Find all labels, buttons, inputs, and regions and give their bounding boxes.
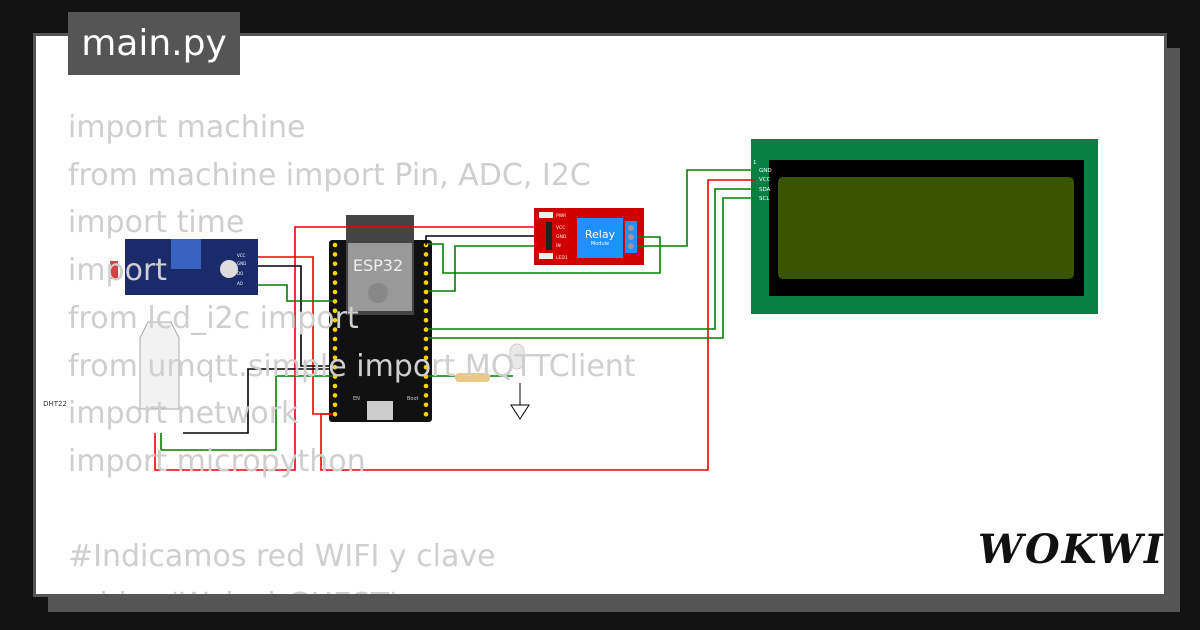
esp32-board: ESP32 Boot EN: [329, 215, 432, 422]
esp32-pin: [332, 270, 338, 276]
code-line: ​: [68, 486, 636, 534]
esp32-pin: [423, 355, 429, 361]
esp32-pin: [423, 317, 429, 323]
esp32-pin: [423, 270, 429, 276]
esp32-pin: [332, 299, 338, 304]
relay-module: Relay Module VCC GND IN PWR LED1: [534, 208, 644, 265]
ldr-pin-label: DO: [237, 271, 243, 276]
lcd-pin-label: GND: [759, 168, 772, 174]
esp32-pin: [423, 252, 429, 257]
dht22-sensor: DHT22: [43, 321, 180, 410]
code-line: import network: [68, 396, 299, 432]
lcd-pin-label: VCC: [759, 177, 771, 183]
esp32-pin: [332, 252, 338, 257]
wokwi-logo: WOKWI: [978, 526, 1165, 573]
esp32-pin: [423, 402, 429, 408]
wires: [154, 169, 755, 471]
esp32-pin: [332, 402, 338, 408]
code-line: from lcd_i2c import: [68, 300, 359, 336]
relay-pin-label: GND: [556, 234, 567, 240]
esp32-pin: [332, 364, 338, 370]
relay-pin-label: IN: [556, 243, 561, 249]
lcd-pin-label: SDA: [759, 187, 771, 193]
esp32-pin: [423, 308, 429, 314]
esp32-pin: [332, 355, 338, 361]
esp32-pin: [423, 411, 429, 417]
esp32-pin: [332, 308, 338, 314]
esp32-pin: [423, 280, 429, 285]
esp32-pin: [423, 327, 429, 332]
relay-led-label: LED1: [556, 255, 568, 261]
ldr-sensor-module: VCC GND DO AO: [110, 239, 258, 295]
relay-sublabel: Module: [591, 241, 609, 247]
esp32-pin: [332, 289, 338, 295]
dht22-label: DHT22: [43, 400, 67, 408]
project-card[interactable]: import machine from machine import Pin, A…: [33, 33, 1167, 597]
ground-symbol: [510, 383, 530, 420]
code-line: import: [68, 253, 168, 289]
led: [509, 343, 525, 370]
esp32-pin: [332, 280, 338, 285]
esp32-pin: [423, 261, 429, 267]
esp32-pin: [423, 336, 429, 342]
resistor: [455, 373, 490, 382]
relay-pin-label: VCC: [556, 225, 565, 231]
file-title: main.py: [68, 12, 240, 75]
esp32-pin: [332, 327, 338, 332]
esp32-pin: [332, 242, 338, 248]
relay-led-label: PWR: [556, 213, 566, 219]
code-line: import time: [68, 205, 245, 241]
esp32-pin: [332, 393, 338, 398]
lcd-pin-label: SCL: [759, 196, 770, 202]
esp32-label: ESP32: [353, 256, 403, 275]
esp32-pin: [423, 364, 429, 370]
lcd-display: 1 GND VCC SDA SCL: [751, 139, 1098, 314]
code-line: from umqtt.simple import MQTTClient: [68, 348, 636, 384]
esp32-pin: [423, 299, 429, 304]
esp32-pin: [332, 374, 338, 379]
esp32-pin: [423, 374, 429, 379]
code-line: from machine import Pin, ADC, I2C: [68, 157, 591, 193]
esp32-pin: [332, 336, 338, 342]
esp32-pin: [332, 346, 338, 351]
en-label: EN: [353, 396, 360, 402]
esp32-pin: [423, 289, 429, 295]
relay-label: Relay: [585, 228, 616, 241]
esp32-pin: [423, 393, 429, 398]
esp32-pin: [423, 346, 429, 351]
boot-label: Boot: [407, 396, 419, 402]
code-line: import micropython: [68, 443, 366, 479]
esp32-pin: [332, 261, 338, 267]
lcd-pin-1-label: 1: [753, 160, 757, 166]
code-preview: import machine from machine import Pin, A…: [68, 104, 636, 594]
circuit-diagram: 1 GND VCC SDA SCL Relay Module VCC GND I…: [43, 139, 1098, 471]
ldr-pin-label: AO: [237, 281, 243, 286]
esp32-pin: [332, 383, 338, 389]
ldr-pin-label: VCC: [237, 253, 246, 258]
code-line: #Indicamos red WIFI y clave: [68, 539, 496, 575]
code-line: ssid = 'Wokwi-GUEST': [68, 581, 636, 594]
esp32-pin: [332, 411, 338, 417]
code-line: import machine: [68, 110, 306, 145]
esp32-pin: [332, 317, 338, 323]
ldr-pin-label: GND: [237, 261, 246, 266]
esp32-pin: [423, 383, 429, 389]
